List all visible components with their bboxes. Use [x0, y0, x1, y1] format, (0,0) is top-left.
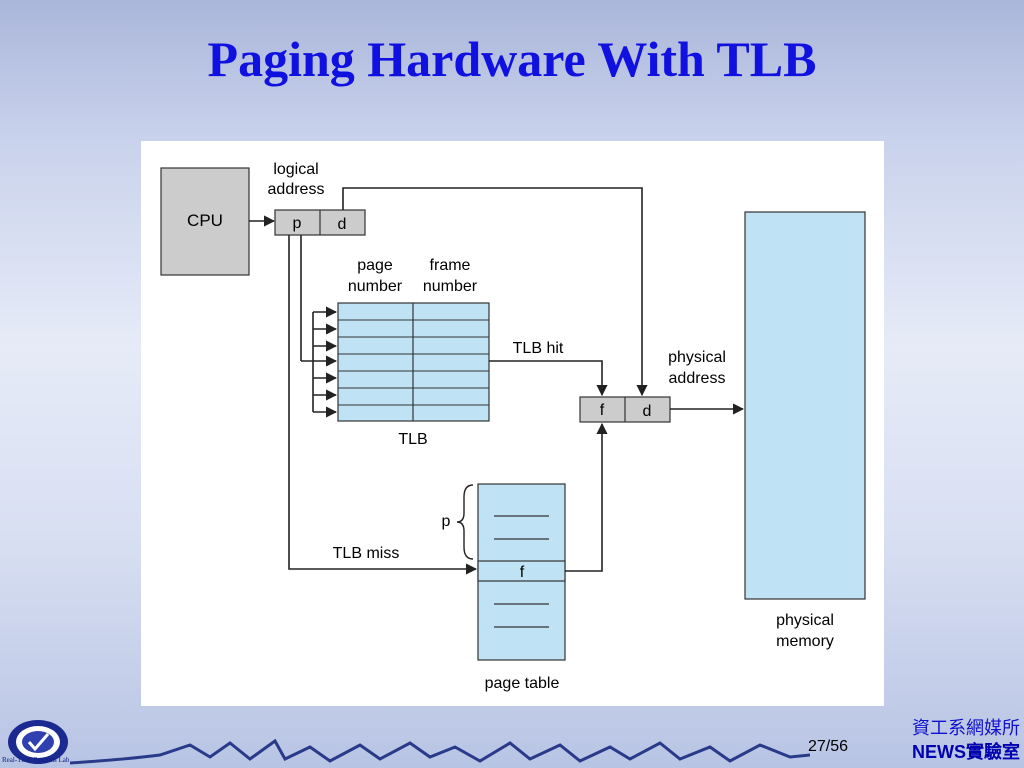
tlb-header-frame-1: frame: [430, 257, 471, 274]
tlb-hit-label: TLB hit: [513, 340, 564, 357]
tlb-label: TLB: [398, 431, 427, 448]
physical-field-f: f: [600, 402, 605, 419]
cpu-label: CPU: [187, 211, 223, 230]
paging-diagram: CPU logical address p d page number fram…: [160, 161, 866, 692]
physical-address-label-1: physical: [668, 349, 726, 366]
offset-arrow: [342, 187, 648, 397]
page-number: 27/56: [808, 738, 849, 755]
footer-org-line2: NEWS實驗室: [912, 740, 1020, 764]
page-table-label: page table: [485, 675, 560, 692]
logical-field-p: p: [293, 215, 302, 232]
logical-field-d: d: [338, 216, 347, 233]
footer-decoration: [70, 738, 810, 765]
physical-address-label-2: address: [669, 370, 726, 387]
tlb-miss-arrow: [288, 235, 478, 575]
page-table-brace-label: p: [442, 513, 451, 530]
tlb-table: [337, 302, 490, 422]
page-table-to-frame-arrow: [565, 422, 608, 572]
physical-memory-box: [744, 211, 866, 600]
slide-title: Paging Hardware With TLB: [207, 31, 817, 87]
logical-address-label-1: logical: [273, 161, 318, 178]
footer-organization: 資工系網媒所 NEWS實驗室: [912, 716, 1020, 764]
footer-lab: 實驗室: [966, 742, 1020, 762]
tlb-miss-label: TLB miss: [333, 545, 400, 562]
tlb-search-arrows: [300, 235, 338, 418]
tlb-header-page-1: page: [357, 257, 393, 274]
physical-memory-label-2: memory: [776, 633, 834, 650]
cpu-box: [160, 167, 250, 276]
lab-logo-icon: [8, 720, 68, 764]
tlb-header-page-2: number: [348, 278, 403, 295]
physical-field-d: d: [643, 403, 652, 420]
footer-news: NEWS: [912, 742, 966, 762]
tlb-header-frame-2: number: [423, 278, 478, 295]
page-table-entry-f: f: [520, 564, 525, 581]
page-table: [477, 483, 566, 661]
diagram-panel: CPU logical address p d page number fram…: [141, 141, 884, 706]
footer-org-line1: 資工系網媒所: [912, 718, 1020, 738]
page-table-brace: [456, 484, 474, 560]
logical-address-label-2: address: [268, 181, 325, 198]
tlb-hit-arrow: [489, 360, 608, 397]
lab-logo-text: Real-Time Systems Lab: [2, 756, 70, 764]
physical-memory-label-1: physical: [776, 612, 834, 629]
